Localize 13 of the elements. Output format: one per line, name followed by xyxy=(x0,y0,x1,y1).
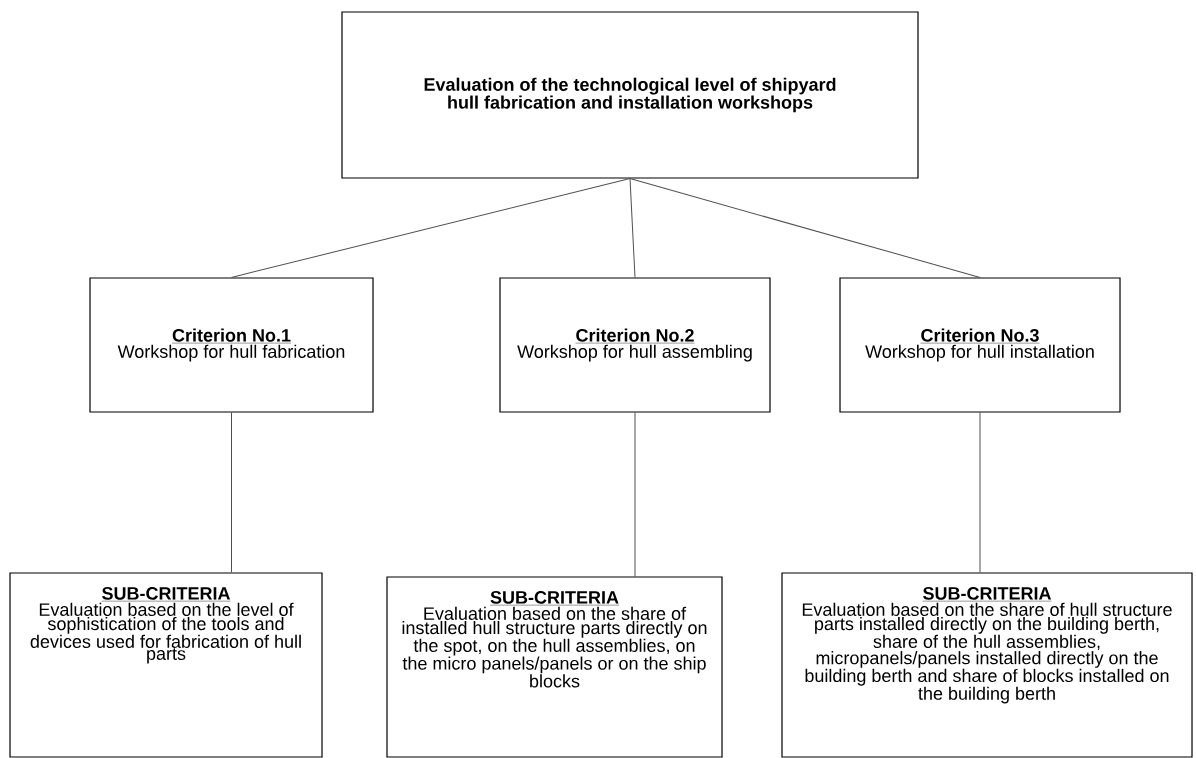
connector-line xyxy=(629,178,981,278)
title-box: Evaluation of the technological level of shipyard hull fabrication and installation workshops xyxy=(341,11,919,179)
connector-line xyxy=(634,412,636,577)
sub-criteria-box: SUB-CRITERIA Evaluation based on the share of installed hull structure parts directly on the spot, on the hull assemblies, on the micro panels/panels or on the ship blocks xyxy=(386,576,723,758)
criterion-box: Criterion No.2 Workshop for hull assembling xyxy=(499,277,771,413)
connector-line xyxy=(231,178,631,278)
connector-line xyxy=(979,412,981,573)
connector-line xyxy=(629,178,636,278)
sub-criteria-box: SUB-CRITERIA Evaluation based on the level of sophistication of the tools and devices used for fabrication of hull parts xyxy=(9,572,323,758)
connector-line xyxy=(231,412,232,573)
sub-criteria-box: SUB-CRITERIA Evaluation based on the share of hull structure parts installed directly on the building berth, share of the hull assemblies, micropanels/panels installed directly on the building berth and share of blocks installed on the building berth xyxy=(781,572,1193,758)
criterion-box: Criterion No.3 Workshop for hull installation xyxy=(839,277,1121,413)
criterion-box: Criterion No.1 Workshop for hull fabrication xyxy=(89,277,374,413)
